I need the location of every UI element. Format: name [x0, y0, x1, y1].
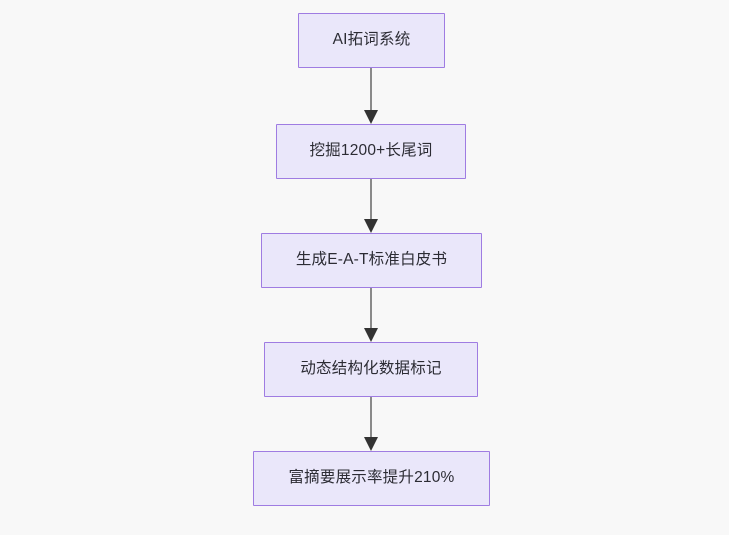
arrowhead-icon — [364, 219, 378, 233]
flow-node-longtail-mining[interactable]: 挖掘1200+长尾词 — [276, 124, 466, 179]
flow-node-label: 动态结构化数据标记 — [300, 360, 442, 378]
flow-node-label: 富摘要展示率提升210% — [288, 469, 455, 487]
edge-n2-n3 — [364, 179, 378, 233]
flow-node-label: AI拓词系统 — [332, 31, 411, 49]
edge-n3-n4 — [364, 288, 378, 342]
arrowhead-icon — [364, 328, 378, 342]
arrowhead-icon — [364, 110, 378, 124]
flow-node-ai-keyword-system[interactable]: AI拓词系统 — [298, 13, 445, 68]
flow-node-eat-whitepaper[interactable]: 生成E-A-T标准白皮书 — [261, 233, 482, 288]
edge-n1-n2 — [364, 68, 378, 124]
flow-node-rich-snippet-result[interactable]: 富摘要展示率提升210% — [253, 451, 490, 506]
flow-node-label: 挖掘1200+长尾词 — [309, 142, 433, 160]
arrowhead-icon — [364, 437, 378, 451]
edge-n4-n5 — [364, 397, 378, 451]
flow-node-structured-data-markup[interactable]: 动态结构化数据标记 — [264, 342, 478, 397]
flow-node-label: 生成E-A-T标准白皮书 — [295, 251, 448, 269]
